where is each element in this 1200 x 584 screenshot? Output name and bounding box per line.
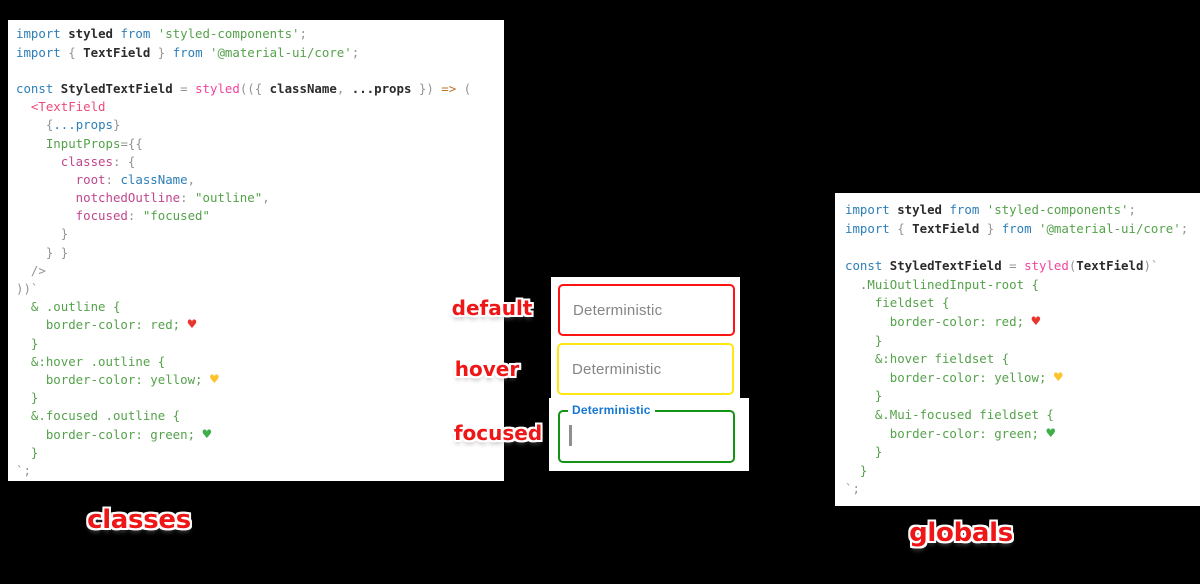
code-line: notchedOutline: "outline", [16, 190, 270, 206]
textfield-default[interactable]: Deterministic [558, 284, 735, 336]
textfield-floating-label: Deterministic [568, 403, 655, 417]
code-line: InputProps={{ [16, 135, 143, 151]
textfield-default-label: Deterministic [573, 301, 663, 319]
code-line: const StyledTextField = styled(({ classN… [16, 80, 472, 96]
code-line: border-color: green; ♥ [16, 426, 212, 443]
code-line: import { TextField } from '@material-ui/… [845, 220, 1189, 236]
code-line: border-color: green; ♥ [845, 425, 1056, 442]
code-line: } [16, 390, 39, 406]
code-line: /> [16, 262, 46, 278]
code-line: } [16, 226, 69, 242]
code-line [845, 239, 1200, 258]
code-line: border-color: yellow; ♥ [845, 369, 1063, 386]
code-line [16, 62, 504, 80]
code-line: import styled from 'styled-components'; [16, 26, 307, 42]
code-line: } [845, 444, 883, 460]
classes-code-block: import styled from 'styled-components'; i… [8, 20, 504, 482]
code-line: border-color: red; ♥ [16, 317, 197, 334]
code-line: } [845, 332, 883, 348]
code-line: classes: { [16, 153, 136, 169]
textfield-hover[interactable]: Deterministic [557, 343, 734, 395]
code-line: } [16, 444, 39, 460]
code-line: } [16, 335, 39, 351]
code-line: &:hover .outline { [16, 353, 166, 369]
code-line: const StyledTextField = styled(TextField… [845, 258, 1159, 274]
code-line: &.Mui-focused fieldset { [845, 406, 1054, 422]
code-line: import styled from 'styled-components'; [845, 202, 1136, 218]
caption-globals: globals [909, 518, 1013, 548]
caption-classes: classes [87, 505, 191, 535]
code-line: `; [16, 462, 31, 478]
code-line: <TextField [16, 99, 106, 115]
state-label-focused: focused [453, 421, 543, 445]
globals-code-block: import styled from 'styled-components'; i… [835, 193, 1200, 507]
code-line: } } [16, 244, 69, 260]
text-caret [569, 425, 572, 446]
code-line: ))` [16, 281, 39, 297]
code-line: fieldset { [845, 295, 950, 311]
code-line: } [845, 462, 868, 478]
code-line: &.focused .outline { [16, 408, 181, 424]
code-line: {...props} [16, 117, 121, 133]
code-line: & .outline { [16, 299, 121, 315]
state-label-default: default [451, 296, 533, 320]
code-line: root: className, [16, 171, 196, 187]
code-line: `; [845, 481, 860, 497]
textfield-focused[interactable] [558, 410, 735, 463]
code-line: border-color: red; ♥ [845, 313, 1041, 330]
state-label-hover: hover [454, 357, 520, 381]
textfield-hover-label: Deterministic [572, 360, 662, 378]
code-line: import { TextField } from '@material-ui/… [16, 44, 360, 60]
code-line: .MuiOutlinedInput-root { [845, 276, 1039, 292]
code-line: } [845, 388, 883, 404]
code-line: &:hover fieldset { [845, 351, 1010, 367]
code-line: border-color: yellow; ♥ [16, 371, 219, 388]
code-line: focused: "focused" [16, 208, 210, 224]
